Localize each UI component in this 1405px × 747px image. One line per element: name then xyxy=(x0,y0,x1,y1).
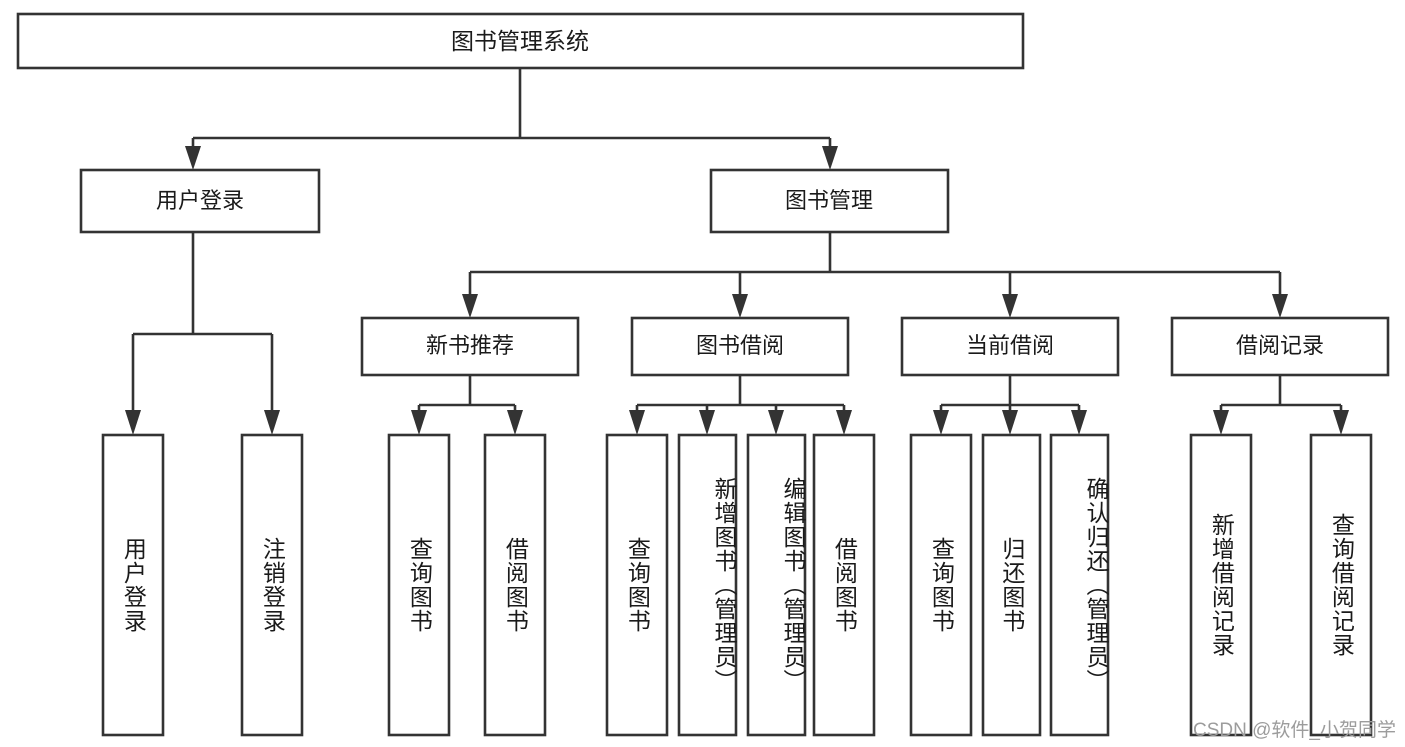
arrow-leaf-add-record xyxy=(1213,410,1229,435)
node-borrow-record[interactable]: 借阅记录 xyxy=(1170,316,1390,377)
connector-root-to-level2 xyxy=(185,68,838,170)
node-user-login[interactable]: 用户登录 xyxy=(79,168,321,234)
node-leaf-borrow-book-2-box[interactable] xyxy=(812,433,876,737)
arrow-user-login xyxy=(185,146,201,170)
arrow-leaf-return-book xyxy=(1002,410,1018,435)
arrow-leaf-confirm-return xyxy=(1071,410,1087,435)
connector-new-book-to-leaves xyxy=(411,375,523,435)
node-leaf-confirm-return-box[interactable] xyxy=(1049,433,1110,737)
arrow-leaf-edit-book xyxy=(768,410,784,435)
node-leaf-borrow-book-1-box[interactable] xyxy=(483,433,547,737)
node-leaf-query-book-1-box[interactable] xyxy=(387,433,451,737)
node-book-manage[interactable]: 图书管理 xyxy=(709,168,950,234)
node-leaf-query-record-box[interactable] xyxy=(1309,433,1373,737)
arrow-book-borrow xyxy=(732,294,748,318)
connector-borrow-record-to-leaves xyxy=(1213,375,1349,435)
arrow-leaf-logout-login xyxy=(264,410,280,435)
node-current-borrow-box[interactable] xyxy=(900,316,1120,377)
node-root-label: 图书管理系统 xyxy=(451,28,589,54)
node-root[interactable]: 图书管理系统 xyxy=(16,12,1025,70)
node-current-borrow[interactable]: 当前借阅 xyxy=(900,316,1120,377)
arrow-new-book-recommend xyxy=(462,294,478,318)
node-new-book-recommend-box[interactable] xyxy=(360,316,580,377)
node-leaf-add-book-box[interactable] xyxy=(677,433,738,737)
arrow-leaf-borrow-book-1 xyxy=(507,410,523,435)
arrow-leaf-query-book-2 xyxy=(629,410,645,435)
arrow-leaf-borrow-book-2 xyxy=(836,410,852,435)
connector-user-login-to-leaves xyxy=(125,232,280,435)
node-book-manage-label: 图书管理 xyxy=(785,188,873,213)
node-user-login-label: 用户登录 xyxy=(156,188,244,213)
node-book-borrow-box[interactable] xyxy=(630,316,850,377)
node-new-book-recommend[interactable]: 新书推荐 xyxy=(360,316,580,377)
connector-book-borrow-to-leaves xyxy=(629,375,852,435)
arrow-leaf-query-book-3 xyxy=(933,410,949,435)
node-leaf-edit-book-box[interactable] xyxy=(746,433,807,737)
node-leaf-return-book-box[interactable] xyxy=(981,433,1042,737)
node-leaf-add-record-box[interactable] xyxy=(1189,433,1253,737)
node-borrow-record-label: 借阅记录 xyxy=(1236,333,1324,358)
arrow-borrow-record xyxy=(1272,294,1288,318)
arrow-leaf-query-book-1 xyxy=(411,410,427,435)
node-leaf-query-book-2-box[interactable] xyxy=(605,433,669,737)
node-leaf-user-login-box[interactable] xyxy=(101,433,165,737)
node-leaf-logout-login-box[interactable] xyxy=(240,433,304,737)
node-book-borrow[interactable]: 图书借阅 xyxy=(630,316,850,377)
arrow-current-borrow xyxy=(1002,294,1018,318)
node-user-login-box[interactable] xyxy=(79,168,321,234)
arrow-leaf-user-login xyxy=(125,410,141,435)
node-leaf-query-book-3-box[interactable] xyxy=(909,433,973,737)
csdn-watermark: CSDN @软件_小贺同学 xyxy=(1193,720,1396,741)
arrow-book-manage xyxy=(822,146,838,170)
node-root-box[interactable] xyxy=(16,12,1025,70)
node-current-borrow-label: 当前借阅 xyxy=(966,333,1054,358)
node-new-book-recommend-label: 新书推荐 xyxy=(426,333,514,358)
node-book-manage-box[interactable] xyxy=(709,168,950,234)
node-borrow-record-box[interactable] xyxy=(1170,316,1390,377)
node-book-borrow-label: 图书借阅 xyxy=(696,333,784,358)
connector-current-borrow-to-leaves xyxy=(933,375,1087,435)
arrow-leaf-add-book xyxy=(699,410,715,435)
connector-book-manage-to-level3 xyxy=(462,232,1288,318)
arrow-leaf-query-record xyxy=(1333,410,1349,435)
